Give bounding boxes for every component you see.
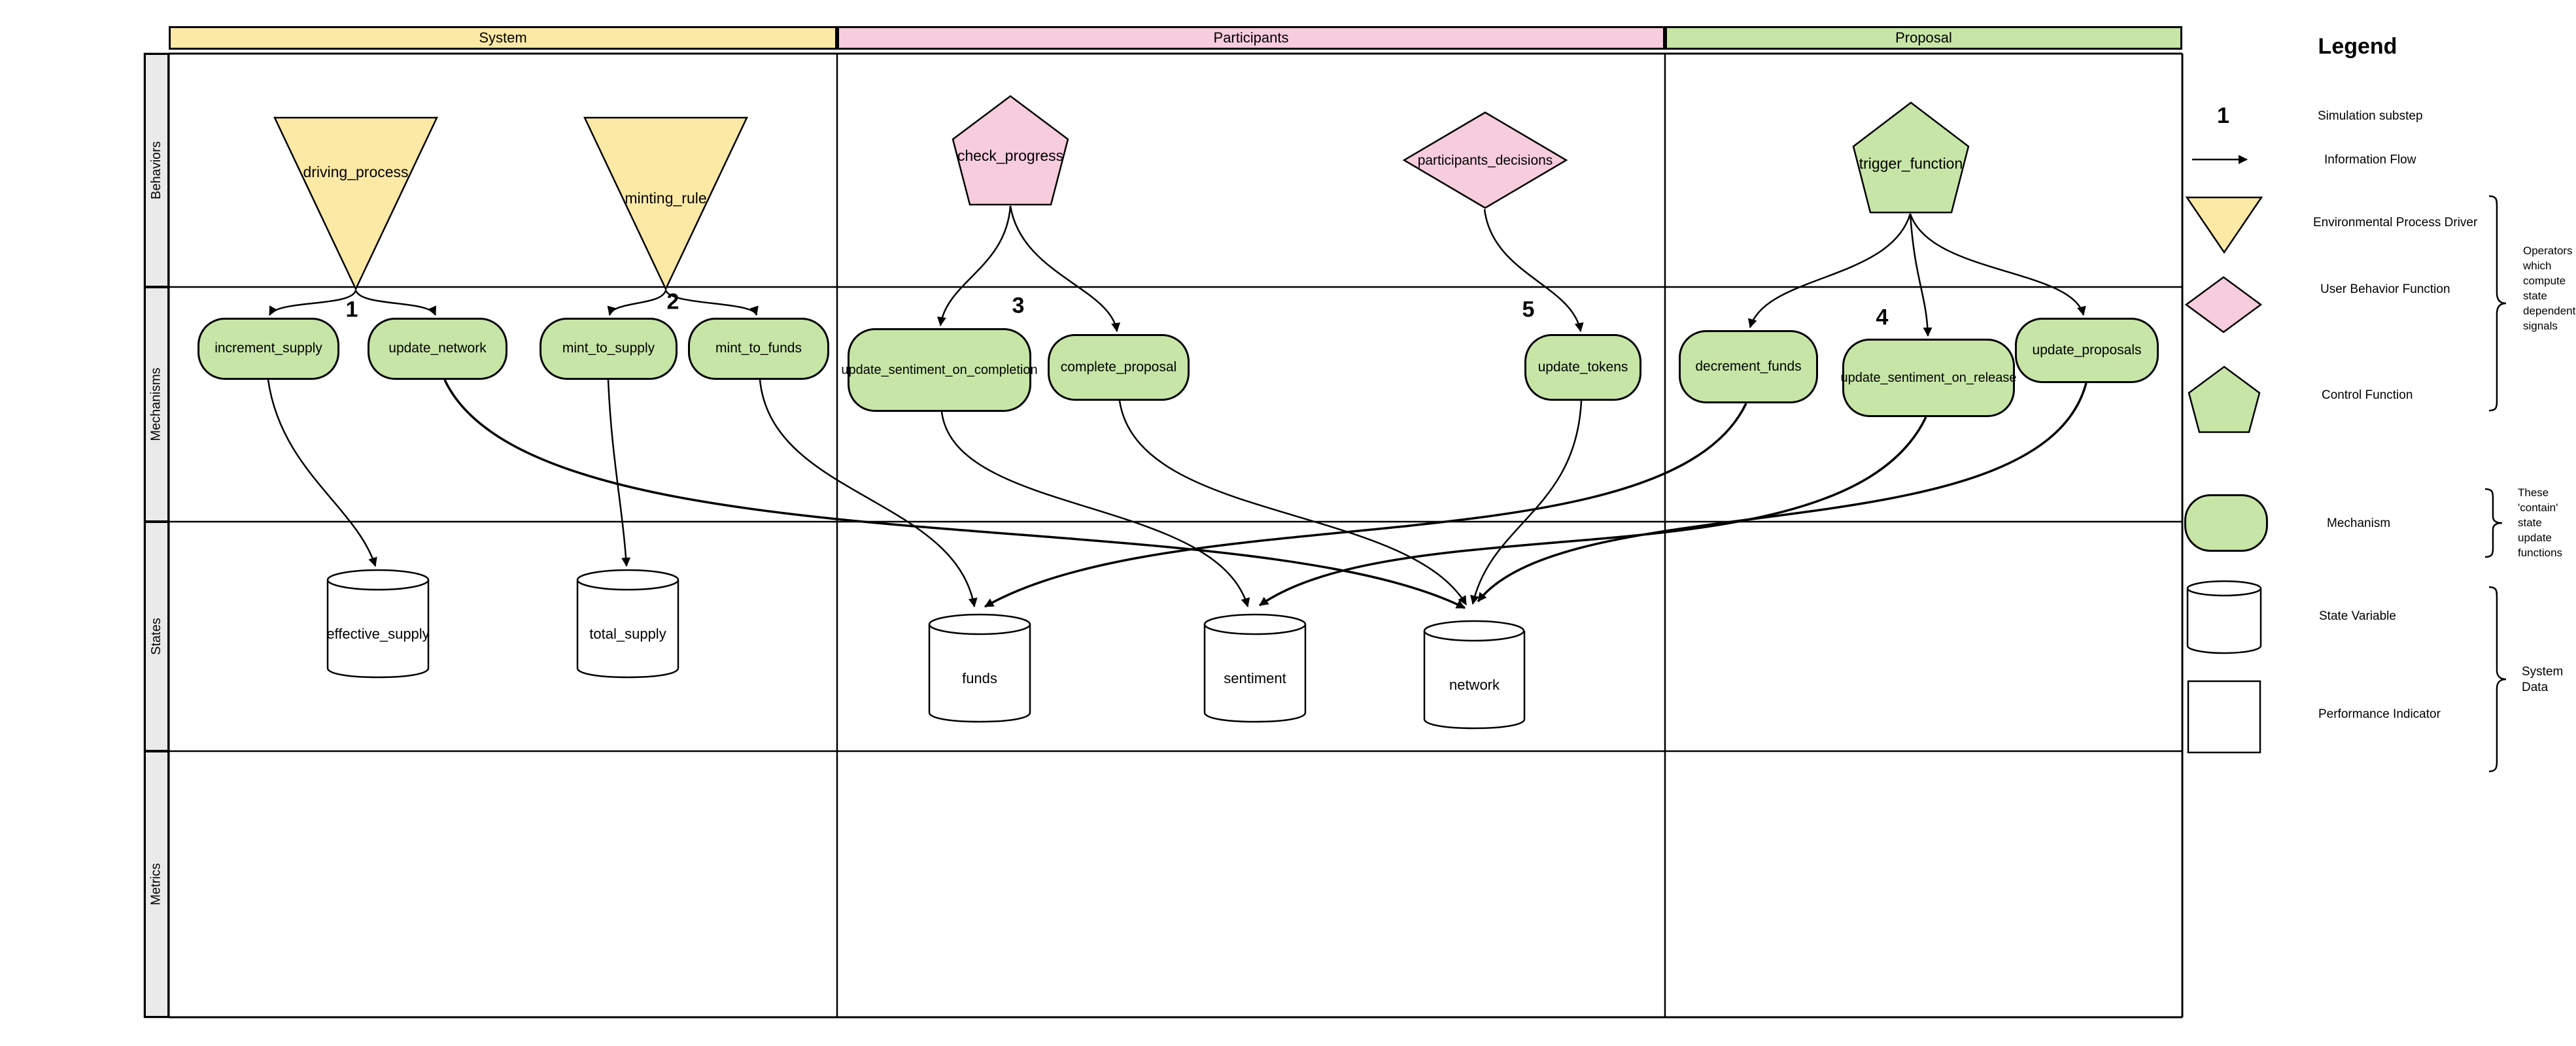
information-flow-icon bbox=[2192, 155, 2248, 164]
substep-number-1: 1 bbox=[345, 297, 358, 322]
legend-label-control-function: Control Function bbox=[2322, 388, 2413, 402]
control-function-icon bbox=[2188, 365, 2261, 433]
node-complete-proposal[interactable]: complete_proposal bbox=[1048, 334, 1190, 401]
node-funds[interactable]: funds bbox=[928, 613, 1031, 723]
node-label: funds bbox=[962, 670, 997, 687]
node-network[interactable]: network bbox=[1423, 620, 1526, 730]
node-participants-decisions[interactable]: participants_decisions bbox=[1402, 111, 1568, 209]
cylinder-shape bbox=[326, 569, 430, 679]
substep-number-5: 5 bbox=[1522, 297, 1535, 322]
legend-label-mechanism: Mechanism bbox=[2327, 516, 2391, 530]
node-update-proposals[interactable]: update_proposals bbox=[2015, 318, 2159, 383]
cylinder-shape bbox=[576, 569, 679, 679]
node-mint-to-supply[interactable]: mint_to_supply bbox=[540, 318, 678, 380]
row-label-mechanisms: Mechanisms bbox=[145, 287, 169, 522]
user-behavior-function-icon bbox=[2185, 276, 2262, 333]
cylinder-shape bbox=[1203, 613, 1307, 723]
node-label: minting_rule bbox=[625, 190, 707, 207]
substep-number-2: 2 bbox=[666, 289, 679, 314]
legend-note-operators: Operators which compute state dependent … bbox=[2523, 245, 2576, 332]
pentagon-shape bbox=[1852, 101, 1970, 214]
column-header-label: Proposal bbox=[1895, 29, 1952, 46]
triangle-down-shape bbox=[583, 116, 748, 291]
performance-indicator-icon bbox=[2187, 680, 2261, 754]
pentagon-shape bbox=[952, 95, 1069, 206]
row-label-behaviors: Behaviors bbox=[145, 54, 169, 287]
row-label-states: States bbox=[145, 522, 169, 751]
node-mint-to-funds[interactable]: mint_to_funds bbox=[688, 318, 829, 380]
legend-label-simulation-substep: Simulation substep bbox=[2318, 109, 2423, 123]
cylinder-shape bbox=[928, 613, 1031, 723]
node-minting-rule[interactable]: minting_rule bbox=[583, 116, 748, 291]
node-increment-supply[interactable]: increment_supply bbox=[197, 318, 339, 380]
node-label: effective_supply bbox=[326, 626, 430, 643]
node-check-progress[interactable]: check_progress bbox=[952, 95, 1069, 206]
legend-title: Legend bbox=[2318, 34, 2397, 59]
column-header-label: Participants bbox=[1213, 29, 1289, 46]
node-trigger-function[interactable]: trigger_function bbox=[1852, 101, 1970, 214]
node-label: network bbox=[1449, 677, 1500, 694]
node-total-supply[interactable]: total_supply bbox=[576, 569, 679, 679]
row-label-metrics: Metrics bbox=[145, 751, 169, 1017]
state-variable-icon bbox=[2186, 580, 2262, 654]
column-header-participants: Participants bbox=[837, 26, 1665, 50]
mechanism-icon bbox=[2184, 494, 2268, 552]
triangle-down-shape bbox=[273, 116, 438, 291]
node-effective-supply[interactable]: effective_supply bbox=[326, 569, 430, 679]
node-decrement-funds[interactable]: decrement_funds bbox=[1679, 330, 1818, 403]
node-label: total_supply bbox=[589, 626, 666, 643]
cylinder-shape bbox=[1423, 620, 1526, 730]
legend-note-mechanisms: These 'contain' state update functions bbox=[2518, 486, 2563, 559]
node-label: sentiment bbox=[1224, 670, 1286, 687]
legend-label-user-behavior-function: User Behavior Function bbox=[2320, 282, 2450, 296]
node-label: participants_decisions bbox=[1417, 153, 1553, 168]
node-label: trigger_function bbox=[1859, 155, 1963, 172]
substep-number-3: 3 bbox=[1012, 293, 1025, 318]
legend-label-environmental-process-driver: Environmental Process Driver bbox=[2313, 216, 2478, 229]
node-update-sentiment-on-completion[interactable]: update_sentiment_on_completion bbox=[841, 328, 1038, 412]
node-update-sentiment-on-release[interactable]: update_sentiment_on_release bbox=[1840, 339, 2017, 417]
legend-label-performance-indicator: Performance Indicator bbox=[2318, 707, 2441, 721]
node-driving-process[interactable]: driving_process bbox=[273, 116, 438, 291]
node-label: driving_process bbox=[303, 163, 409, 180]
substep-number-4: 4 bbox=[1876, 305, 1889, 330]
legend-label-information-flow: Information Flow bbox=[2324, 153, 2416, 167]
legend-label-state-variable: State Variable bbox=[2319, 609, 2396, 623]
diamond-shape bbox=[1402, 111, 1568, 209]
environmental-process-driver-icon bbox=[2186, 196, 2263, 254]
node-label: check_progress bbox=[957, 147, 1064, 164]
column-header-proposal: Proposal bbox=[1665, 26, 2182, 50]
legend-substep-symbol: 1 bbox=[2217, 103, 2229, 128]
node-update-tokens[interactable]: update_tokens bbox=[1524, 334, 1641, 401]
legend-note-system-data: System Data bbox=[2522, 665, 2564, 694]
column-header-system: System bbox=[169, 26, 837, 50]
node-sentiment[interactable]: sentiment bbox=[1203, 613, 1307, 723]
node-update-network[interactable]: update_network bbox=[368, 318, 507, 380]
column-header-label: System bbox=[479, 29, 527, 46]
